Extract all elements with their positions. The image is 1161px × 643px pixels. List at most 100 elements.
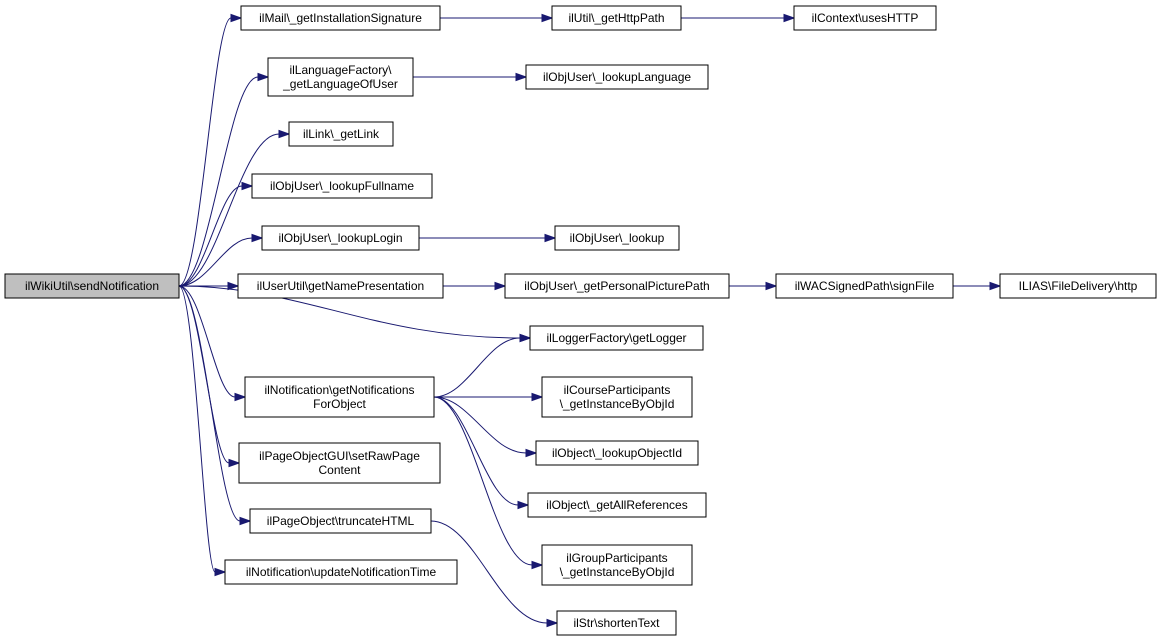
edge-root-to-link-get: [178, 129, 291, 287]
edge-user-login-to-user-lookup: [418, 233, 557, 243]
edge-line: [433, 396, 527, 454]
edge-mail-sig-to-util-http: [440, 13, 554, 23]
node-shorten[interactable]: ilStr\shortenText: [556, 610, 677, 636]
node-box: [261, 225, 420, 251]
node-box: [554, 225, 680, 251]
function-nodes: ilWikiUtil\sendNotification ilMail\_getIn…: [4, 5, 1157, 636]
edge-picture-path-to-sign-file: [728, 281, 778, 291]
node-label: ilPageObject\truncateHTML: [267, 514, 415, 528]
edge-notif-for-object-to-course-parts: [434, 392, 544, 402]
node-user-lookup[interactable]: ilObjUser\_lookup: [554, 225, 680, 251]
node-box: [288, 121, 394, 147]
edge-lang-factory-to-user-lookup-lang: [412, 72, 528, 82]
node-logger-factory[interactable]: ilLoggerFactory\getLogger: [529, 325, 704, 351]
arrowhead-icon: [544, 233, 557, 243]
arrowhead-icon: [517, 500, 530, 510]
node-label: ilLoggerFactory\getLogger: [546, 331, 686, 345]
node-label: ilGroupParticipants: [566, 551, 667, 565]
arrowhead-icon: [241, 181, 254, 191]
node-user-login[interactable]: ilObjUser\_lookupLogin: [261, 225, 420, 251]
node-root[interactable]: ilWikiUtil\sendNotification: [4, 273, 180, 299]
call-edges: [178, 13, 1002, 628]
edge-line: [178, 285, 241, 522]
node-label: ilNotification\updateNotificationTime: [246, 565, 437, 579]
node-name-pres[interactable]: ilUserUtil\getNamePresentation: [237, 273, 444, 299]
node-box: [224, 559, 458, 585]
node-label: ilCourseParticipants: [564, 383, 671, 397]
node-user-fullname[interactable]: ilObjUser\_lookupFullname: [251, 173, 433, 199]
node-box: [504, 273, 730, 299]
node-label: ilObject\_getAllReferences: [546, 498, 687, 512]
arrowhead-icon: [239, 516, 252, 526]
edge-notif-for-object-to-group-parts: [433, 396, 544, 570]
arrowhead-icon: [214, 567, 227, 577]
edge-line: [178, 185, 243, 287]
node-course-parts[interactable]: ilCourseParticipants\_getInstanceByObjId: [541, 376, 693, 418]
arrowhead-icon: [230, 13, 243, 23]
node-box: [525, 64, 709, 90]
node-label: ilWACSignedPath\signFile: [795, 279, 935, 293]
edge-root-to-user-fullname: [178, 181, 254, 287]
edge-notif-for-object-to-obj-lookup-id: [433, 396, 538, 458]
arrowhead-icon: [278, 129, 291, 139]
arrowhead-icon: [251, 233, 264, 243]
node-lang-factory[interactable]: ilLanguageFactory\_getLanguageOfUser: [267, 57, 414, 97]
arrowhead-icon: [519, 333, 532, 343]
edge-notif-for-object-to-all-refs: [433, 396, 530, 510]
node-picture-path[interactable]: ilObjUser\_getPersonalPicturePath: [504, 273, 730, 299]
node-all-refs[interactable]: ilObject\_getAllReferences: [527, 492, 707, 518]
edge-root-to-lang-factory: [178, 72, 270, 287]
node-box: [999, 273, 1157, 299]
node-label: \_getInstanceByObjId: [560, 565, 675, 579]
node-sign-file[interactable]: ilWACSignedPath\signFile: [775, 273, 954, 299]
node-ctx-http[interactable]: ilContext\usesHTTP: [793, 5, 937, 31]
arrowhead-icon: [257, 72, 270, 82]
node-box: [775, 273, 954, 299]
node-box: [249, 508, 432, 534]
node-obj-lookup-id[interactable]: ilObject\_lookupObjectId: [535, 440, 699, 466]
edge-line: [178, 17, 232, 287]
node-label: ilStr\shortenText: [573, 616, 660, 630]
arrowhead-icon: [227, 281, 240, 291]
edge-line: [178, 285, 216, 573]
edge-root-to-notif-for-object: [178, 285, 247, 402]
node-box: [527, 492, 707, 518]
node-truncate[interactable]: ilPageObject\truncateHTML: [249, 508, 432, 534]
node-util-http[interactable]: ilUtil\_getHttpPath: [551, 5, 682, 31]
node-label: ilNotification\getNotifications: [264, 383, 414, 397]
node-user-lookup-lang[interactable]: ilObjUser\_lookupLanguage: [525, 64, 709, 90]
node-box: [240, 5, 441, 31]
node-box: [244, 376, 435, 418]
node-box: [237, 273, 444, 299]
arrowhead-icon: [228, 458, 241, 468]
node-label: ilPageObjectGUI\setRawPage: [259, 449, 420, 463]
node-label: ilObjUser\_lookup: [570, 231, 665, 245]
node-label: ilObjUser\_getPersonalPicturePath: [524, 279, 709, 293]
arrowhead-icon: [515, 72, 528, 82]
node-label: ilLanguageFactory\: [289, 63, 392, 77]
node-update-time[interactable]: ilNotification\updateNotificationTime: [224, 559, 458, 585]
edge-root-to-update-time: [178, 285, 227, 577]
node-group-parts[interactable]: ilGroupParticipants\_getInstanceByObjId: [541, 544, 693, 586]
node-label: Content: [318, 463, 361, 477]
arrowhead-icon: [234, 392, 247, 402]
node-mail-sig[interactable]: ilMail\_getInstallationSignature: [240, 5, 441, 31]
node-box: [541, 376, 693, 418]
arrowhead-icon: [531, 560, 544, 570]
node-label: ILIAS\FileDelivery\http: [1019, 279, 1138, 293]
arrowhead-icon: [546, 618, 559, 628]
node-box: [551, 5, 682, 31]
node-file-delivery[interactable]: ILIAS\FileDelivery\http: [999, 273, 1157, 299]
edge-line: [178, 285, 230, 464]
arrowhead-icon: [525, 448, 538, 458]
arrowhead-icon: [989, 281, 1002, 291]
edge-root-to-user-login: [178, 233, 264, 287]
arrowhead-icon: [494, 281, 507, 291]
node-link-get[interactable]: ilLink\_getLink: [288, 121, 394, 147]
node-box: [529, 325, 704, 351]
edge-sign-file-to-file-delivery: [952, 281, 1002, 291]
node-label: ilObjUser\_lookupLanguage: [543, 70, 691, 84]
